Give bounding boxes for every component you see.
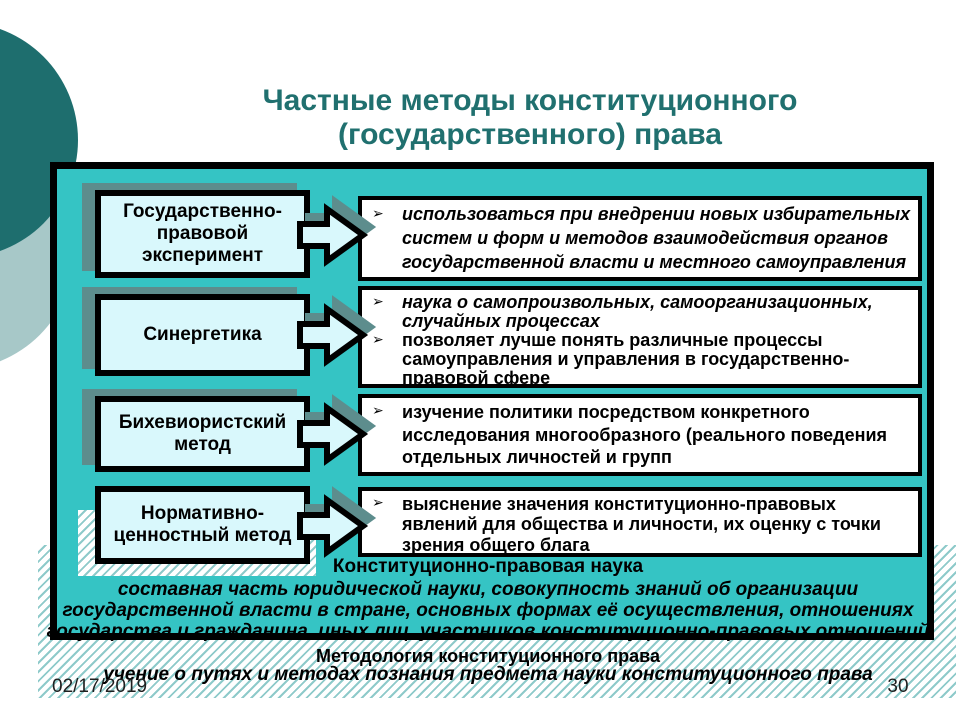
arrowhead-bullet-icon: ➢ (372, 205, 384, 221)
detail-box-synergetics: ➢ наука о самопроизвольных, самоорганиза… (358, 286, 922, 388)
bullet-item: ➢ изучение политики посредством конкретн… (366, 401, 912, 469)
bullet-item: ➢ позволяет лучше понять различные проце… (366, 331, 912, 388)
method-box-normative-value: Нормативно-ценностный метод (95, 486, 310, 564)
method-box-label: Нормативно-ценностный метод (113, 502, 292, 546)
detail-box-behavioral: ➢ изучение политики посредством конкретн… (358, 394, 922, 476)
block-arrow-icon (297, 402, 369, 466)
arrowhead-bullet-icon: ➢ (372, 494, 384, 510)
bottom-definition-line2: государственной власти в стране, основны… (62, 600, 914, 621)
method-box-synergetics: Синергетика (95, 294, 310, 376)
block-arrow-icon (297, 303, 369, 367)
bottom-definition-line1: составная часть юридической науки, совок… (117, 579, 859, 600)
block-arrow-icon (297, 494, 369, 558)
bullet-item: ➢ использоваться при внедрении новых изб… (366, 203, 912, 275)
bullet-text: наука о самопроизвольных, самоорганизаци… (402, 292, 873, 332)
method-box-label: Бихевиористский метод (118, 411, 287, 455)
arrowhead-bullet-icon: ➢ (372, 402, 384, 418)
bottom-subdefinition: учение о путях и методах познания предме… (103, 664, 873, 685)
arrowhead-bullet-icon: ➢ (372, 331, 384, 348)
detail-box-state-legal-experiment: ➢ использоваться при внедрении новых изб… (358, 196, 922, 281)
page-number: 30 (887, 676, 909, 697)
bullet-item: ➢ выяснение значения конституционно-прав… (366, 494, 912, 555)
bullet-text: использоваться при внедрении новых избир… (402, 204, 911, 272)
detail-box-normative-value: ➢ выяснение значения конституционно-прав… (358, 487, 922, 557)
block-arrow-icon (297, 203, 369, 267)
method-box-label: Государственно-правовой эксперимент (123, 200, 282, 267)
method-box-label: Синергетика (143, 323, 262, 345)
bullet-text: выяснение значения конституционно-правов… (402, 494, 881, 555)
bullet-text: изучение политики посредством конкретног… (402, 402, 888, 467)
bullet-item: ➢ наука о самопроизвольных, самоорганиза… (366, 292, 912, 332)
bullet-text: позволяет лучше понять различные процесс… (402, 330, 850, 389)
bottom-heading: Конституционно-правовая наука (332, 556, 644, 577)
arrowhead-bullet-icon: ➢ (372, 293, 384, 309)
bottom-subheading: Методология конституционного права (316, 646, 660, 666)
footer-date: 02/17/2019 (52, 676, 148, 697)
bottom-definition-line3: государства и гражданина, иных лиц, учас… (46, 621, 930, 642)
method-box-state-legal-experiment: Государственно-правовой эксперимент (95, 190, 310, 278)
method-box-behavioral: Бихевиористский метод (95, 396, 310, 472)
slide-title: Частные методы конституционного (государ… (262, 84, 798, 151)
